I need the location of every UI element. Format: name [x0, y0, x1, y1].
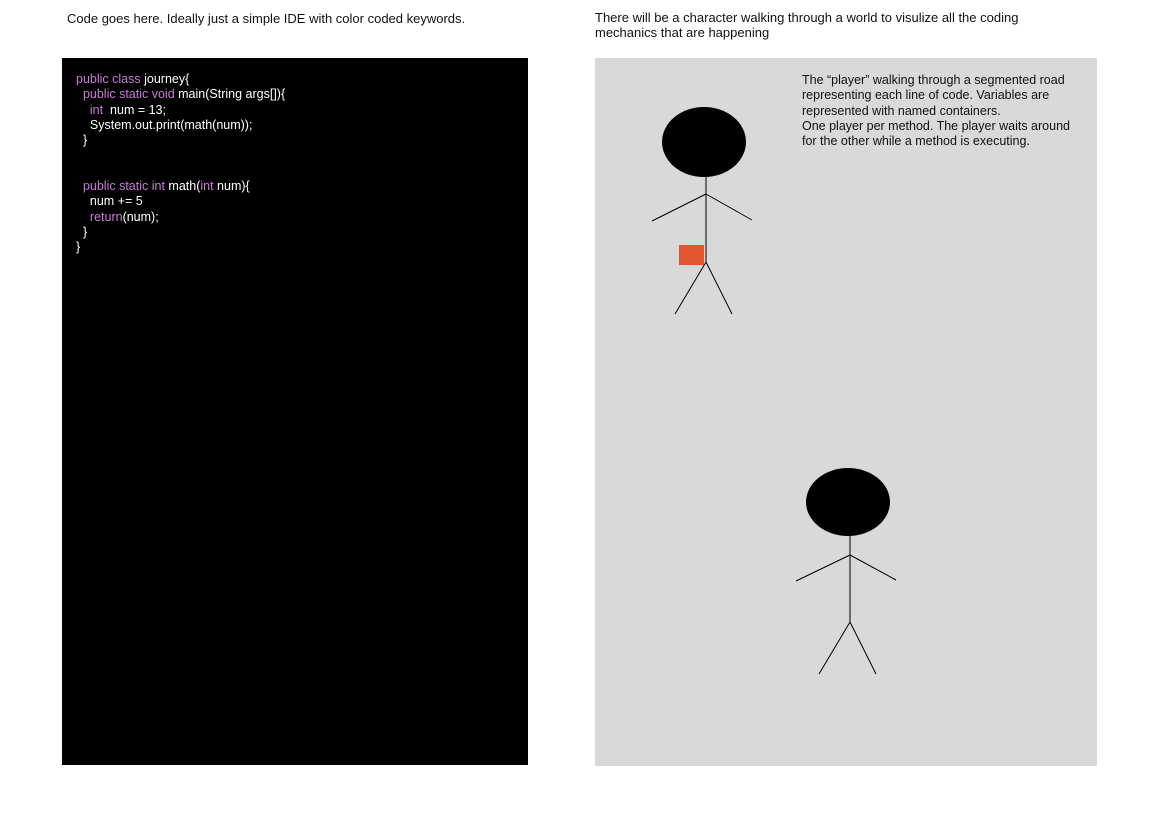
- code-line[interactable]: }: [76, 225, 285, 240]
- code-keyword-token: public static int: [76, 179, 165, 194]
- code-line[interactable]: int num = 13;: [76, 103, 285, 118]
- player-math-left-arm: [795, 554, 851, 582]
- code-token: }: [76, 224, 88, 239]
- code-line[interactable]: }: [76, 133, 285, 148]
- code-keyword-token: int: [76, 102, 104, 117]
- code-token: }: [76, 240, 81, 255]
- player-main-left-arm: [651, 193, 707, 222]
- code-token: [76, 210, 90, 224]
- player-math-figure: [795, 468, 897, 675]
- player-math-left-leg: [818, 621, 851, 675]
- code-line[interactable]: public static void main(String args[]){: [76, 87, 285, 102]
- player-main-left-leg: [674, 261, 707, 315]
- code-editor-panel[interactable]: public class journey{ public static void…: [62, 58, 528, 765]
- code-token: (num);: [122, 209, 159, 224]
- code-line[interactable]: num += 5: [76, 194, 285, 209]
- player-main-right-arm: [705, 193, 753, 221]
- description-paragraph-2: One player per method. The player waits …: [802, 118, 1070, 149]
- code-keyword-token: public static void: [76, 87, 175, 102]
- code-token: math(: [164, 179, 201, 194]
- variable-container-box: [679, 245, 704, 265]
- player-main-head: [662, 107, 746, 177]
- code-editor-text[interactable]: public class journey{ public static void…: [76, 72, 285, 256]
- right-note: There will be a character walking throug…: [595, 10, 1019, 40]
- visualization-description: The “player” walking through a segmented…: [802, 73, 1077, 149]
- code-token: num = 13;: [103, 102, 166, 117]
- code-line[interactable]: public static int math(int num){: [76, 179, 285, 194]
- player-math-head: [806, 468, 890, 536]
- code-keyword-token: public class: [76, 72, 141, 86]
- player-math-right-leg: [849, 621, 877, 675]
- player-main-right-leg: [705, 261, 733, 315]
- code-line[interactable]: [76, 164, 285, 179]
- stick-figures-canvas: [651, 107, 897, 675]
- player-math-right-arm: [849, 554, 897, 581]
- left-note: Code goes here. Ideally just a simple ID…: [67, 11, 466, 26]
- player-main-figure: [651, 107, 753, 315]
- world-visualization-panel: The “player” walking through a segmented…: [595, 58, 1097, 766]
- code-line[interactable]: return(num);: [76, 210, 285, 225]
- description-paragraph-1: The “player” walking through a segmented…: [802, 73, 1065, 118]
- code-token: num){: [213, 179, 250, 194]
- code-line[interactable]: }: [76, 240, 285, 255]
- code-token: num += 5: [76, 194, 143, 209]
- code-line[interactable]: [76, 148, 285, 163]
- code-line[interactable]: public class journey{: [76, 72, 285, 87]
- code-token: System.out.print(math(num));: [76, 117, 253, 132]
- code-line[interactable]: System.out.print(math(num));: [76, 118, 285, 133]
- code-keyword-token: return: [89, 209, 123, 224]
- code-token: }: [76, 133, 88, 148]
- code-keyword-token: int: [200, 179, 214, 194]
- code-token: main(String args[]){: [174, 87, 286, 102]
- code-token: journey{: [140, 72, 190, 86]
